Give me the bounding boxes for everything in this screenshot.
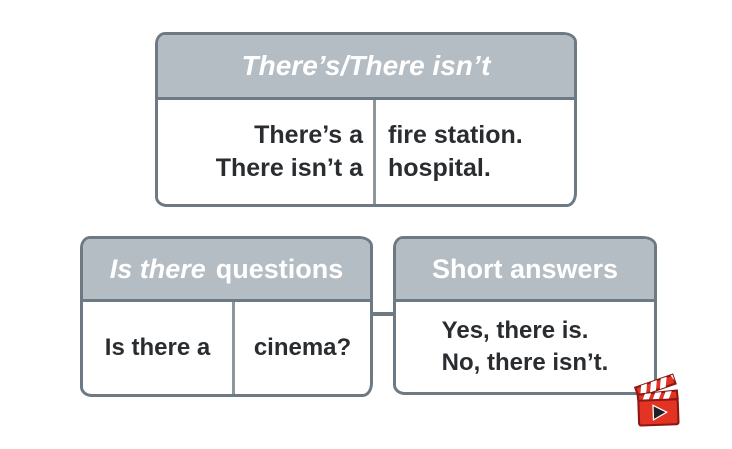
cell-short-answers: Yes, there is. No, there isn’t.: [396, 302, 654, 392]
table-theres-there-isnt: There’s/There isn’t There’s a There isn’…: [155, 32, 577, 207]
answers-block: Yes, there is. No, there isn’t.: [442, 315, 609, 379]
table-title-italic-part: Is there: [109, 253, 206, 284]
text-line: There’s a: [254, 121, 363, 149]
text-line: Yes, there is.: [441, 317, 589, 344]
text-line: No, there isn’t.: [441, 349, 609, 376]
video-clapperboard-icon[interactable]: [633, 372, 682, 428]
table-connector-line: [371, 312, 395, 316]
table-title-theres: There’s/There isn’t: [241, 50, 491, 81]
table-short-answers: Short answers Yes, there is. No, there i…: [393, 236, 657, 395]
table-title-regular-part: questions: [215, 253, 344, 284]
text-line: hospital.: [388, 154, 491, 182]
cell-question-phrase: Is there a: [83, 302, 232, 394]
table-body-short-answers: Yes, there is. No, there isn’t.: [396, 302, 654, 392]
table-body-theres: There’s a There isn’t a fire station. ho…: [158, 100, 574, 204]
cell-theres-phrases: There’s a There isn’t a: [158, 100, 373, 204]
text-line: cinema?: [253, 334, 352, 361]
text-line: Is there a: [104, 334, 211, 361]
cell-question-place: cinema?: [232, 302, 370, 394]
table-header-questions: Is there questions: [83, 239, 370, 302]
text-line: There isn’t a: [215, 154, 363, 182]
table-is-there-questions: Is there questions Is there a cinema?: [80, 236, 373, 397]
table-body-questions: Is there a cinema?: [83, 302, 370, 394]
table-header-short-answers: Short answers: [396, 239, 654, 302]
table-title-short-answers: Short answers: [431, 253, 619, 284]
text-line: fire station.: [388, 121, 523, 149]
cell-theres-places: fire station. hospital.: [373, 100, 574, 204]
table-header-theres: There’s/There isn’t: [158, 35, 574, 100]
